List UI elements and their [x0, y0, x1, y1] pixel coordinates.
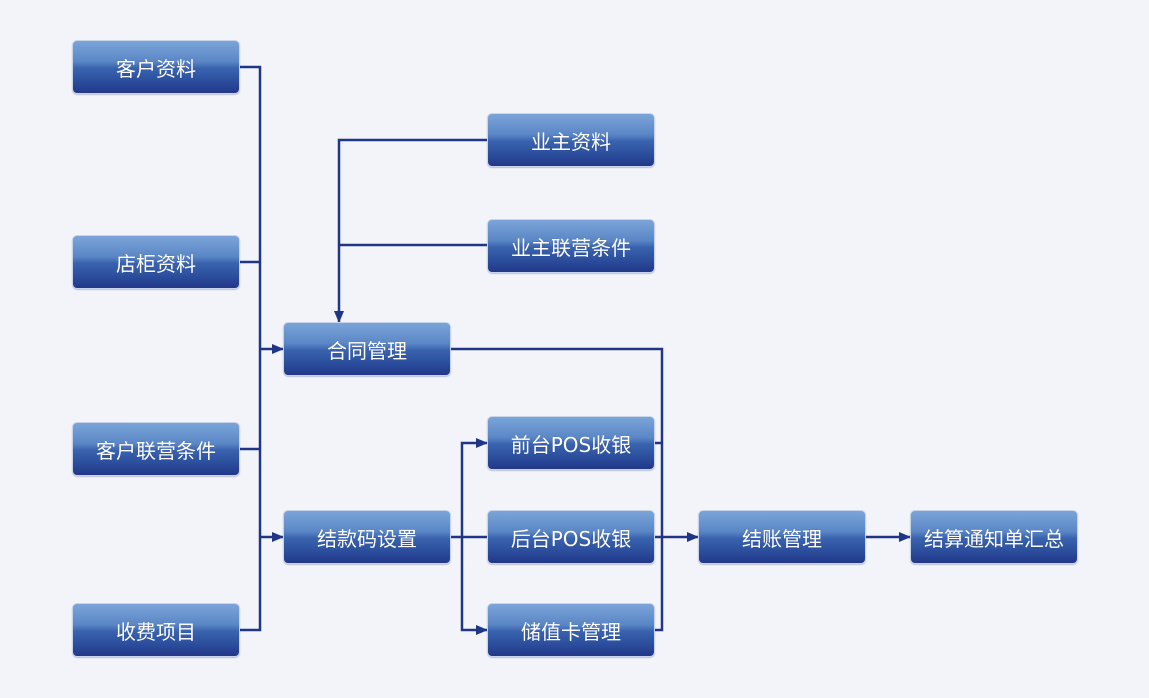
node-settlement-code[interactable]: 结款码设置: [283, 510, 451, 564]
node-label: 业主联营条件: [511, 235, 631, 260]
node-label: 前台POS收银: [510, 432, 632, 457]
node-stored-value-card[interactable]: 储值卡管理: [487, 603, 655, 657]
node-label: 客户资料: [116, 56, 196, 81]
node-fee-items[interactable]: 收费项目: [72, 603, 240, 657]
node-label: 结算通知单汇总: [924, 526, 1064, 551]
connector-contract-to-checkout: [450, 347, 664, 632]
node-contract-mgmt[interactable]: 合同管理: [283, 322, 451, 376]
connector-owner-info: [334, 138, 487, 323]
node-owner-info[interactable]: 业主资料: [487, 113, 655, 167]
node-customer-joint-terms[interactable]: 客户联营条件: [72, 422, 240, 476]
node-settlement-summary[interactable]: 结算通知单汇总: [910, 510, 1078, 564]
node-customer-info[interactable]: 客户资料: [72, 40, 240, 94]
connector-customer-info: [240, 65, 262, 632]
node-counter-info[interactable]: 店柜资料: [72, 235, 240, 289]
node-back-pos[interactable]: 后台POS收银: [487, 510, 655, 564]
node-label: 合同管理: [327, 338, 407, 363]
node-label: 客户联营条件: [96, 438, 216, 463]
node-label: 店柜资料: [116, 251, 196, 276]
node-label: 后台POS收银: [510, 526, 632, 551]
node-label: 收费项目: [116, 619, 196, 644]
node-front-pos[interactable]: 前台POS收银: [487, 416, 655, 470]
node-label: 结账管理: [742, 526, 822, 551]
node-owner-joint-terms[interactable]: 业主联营条件: [487, 219, 655, 273]
node-label: 业主资料: [531, 129, 611, 154]
node-checkout-mgmt[interactable]: 结账管理: [698, 510, 866, 564]
node-label: 储值卡管理: [521, 619, 621, 644]
arrow-to-front-pos: [460, 438, 488, 537]
node-label: 结款码设置: [317, 526, 417, 551]
arrow-to-stored-value-card: [460, 537, 488, 635]
